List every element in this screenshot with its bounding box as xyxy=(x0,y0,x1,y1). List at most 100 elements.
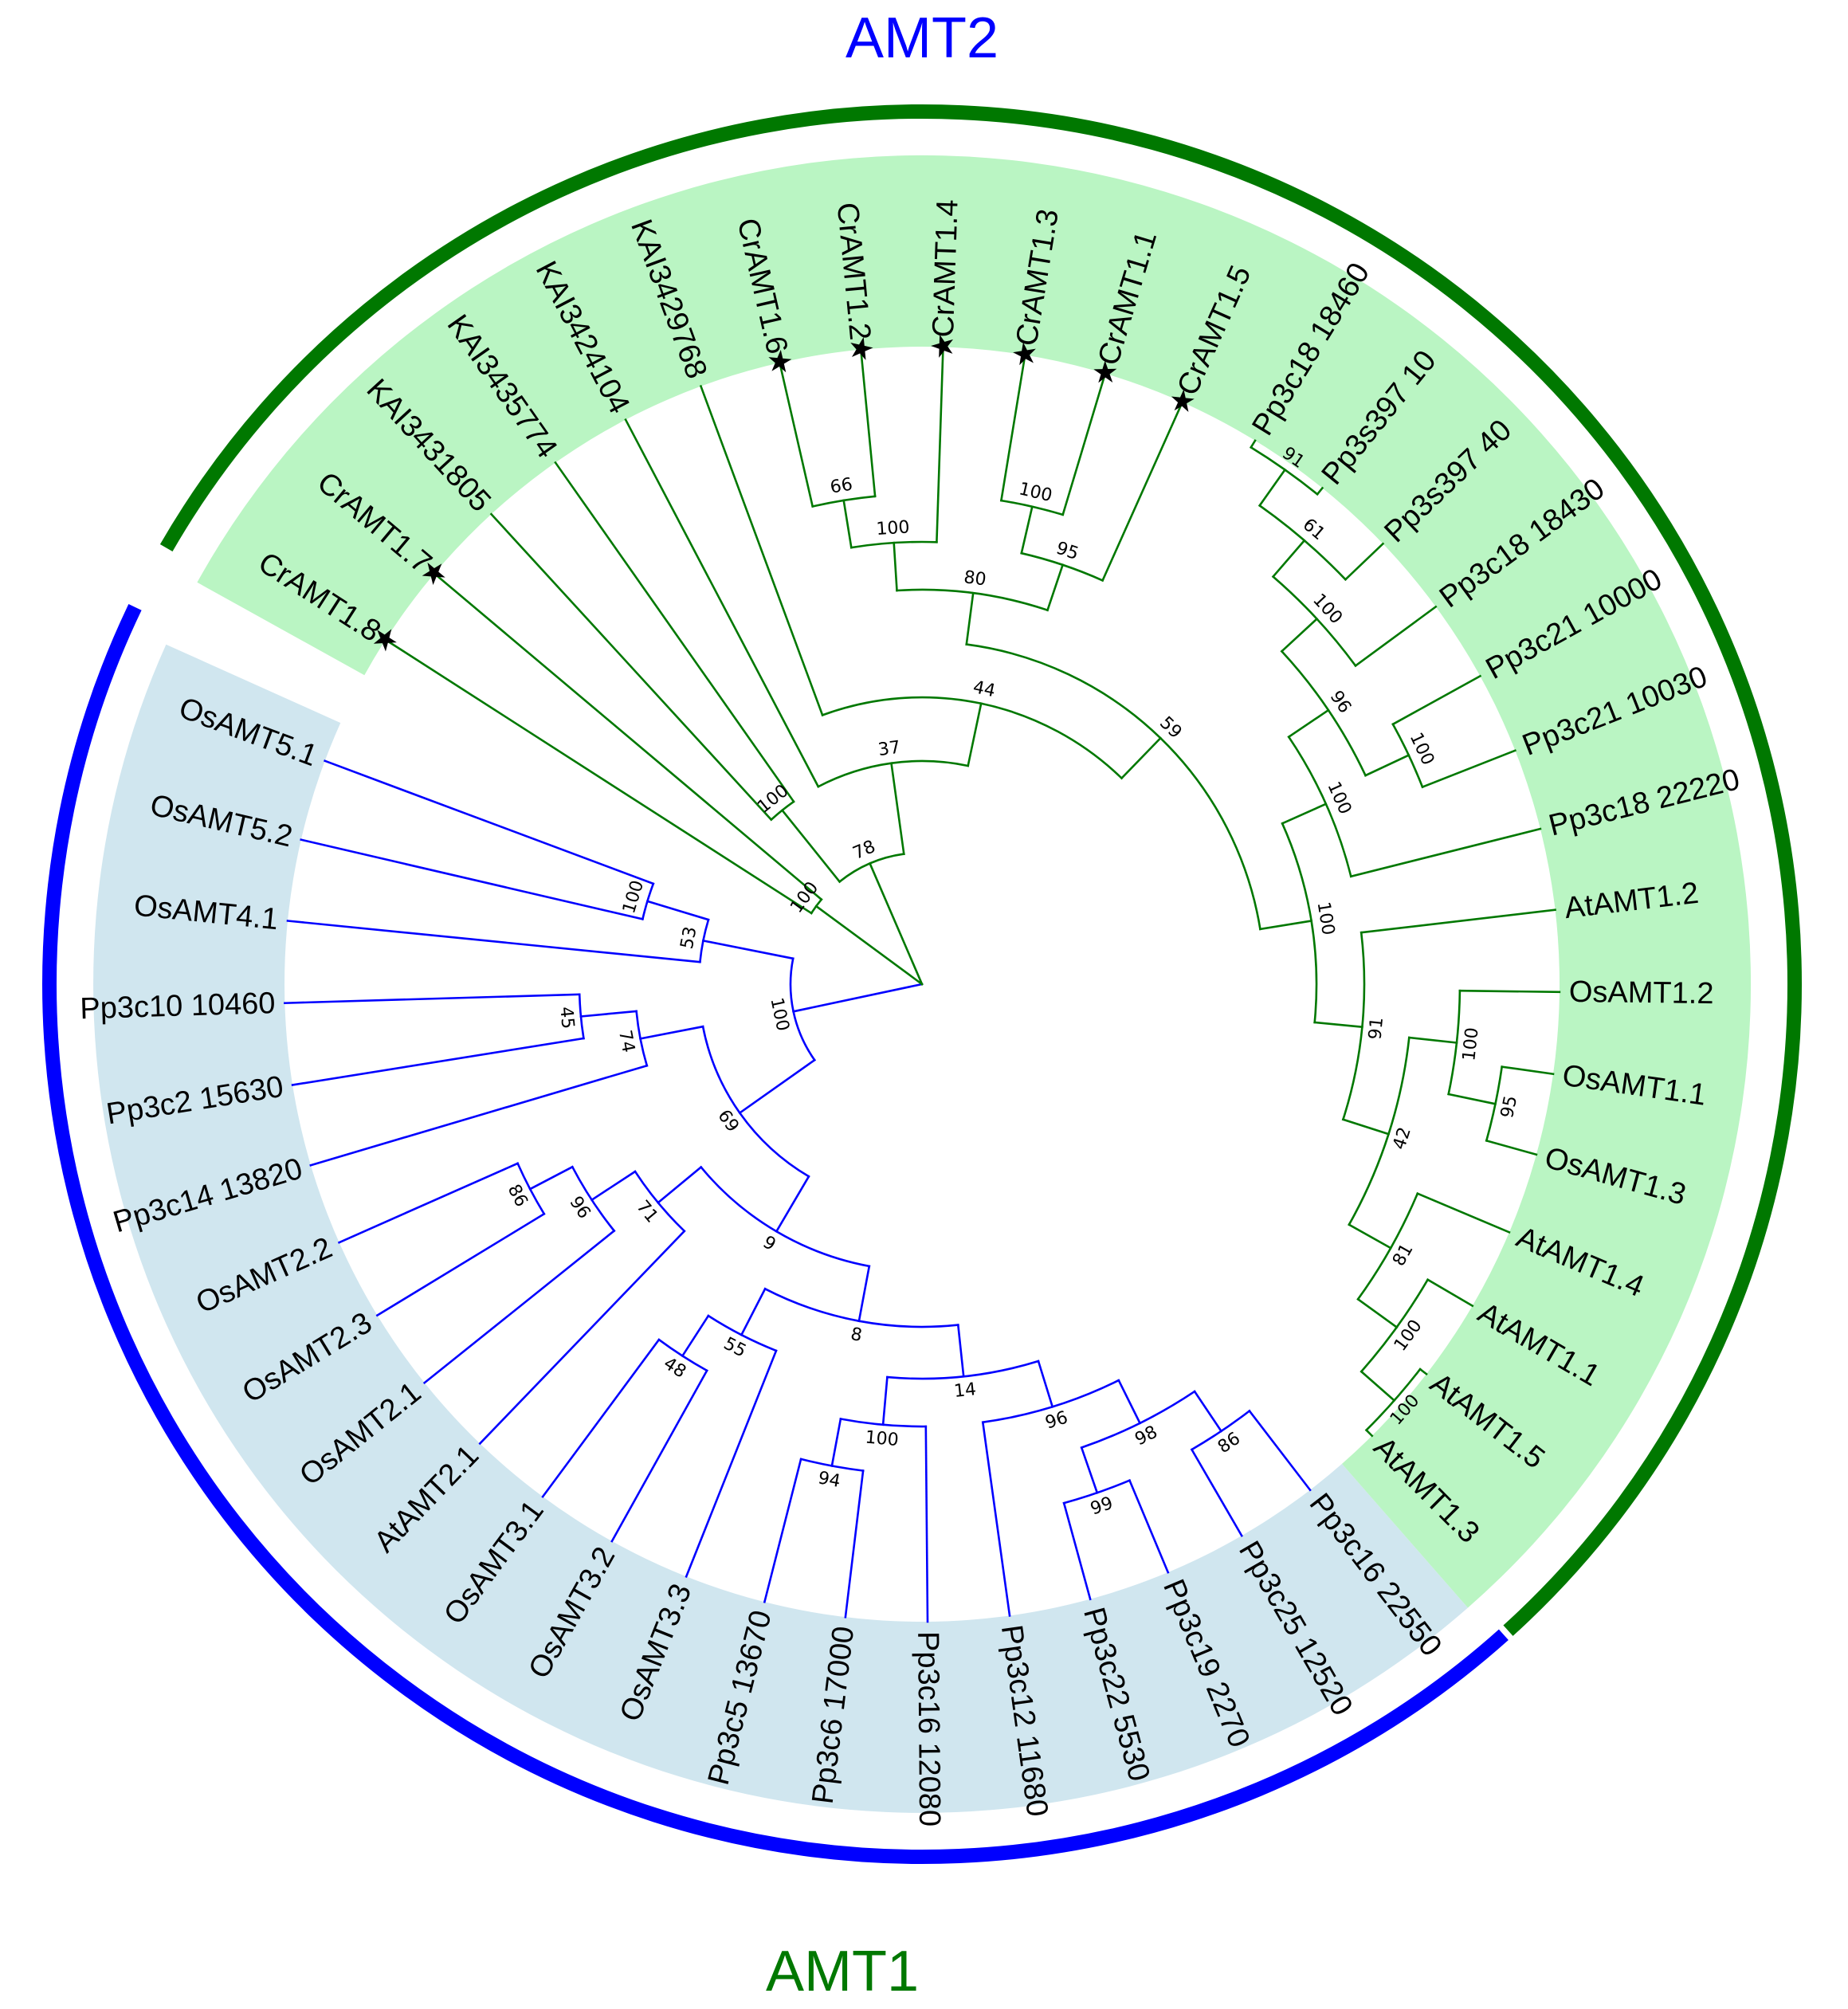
branch-segment xyxy=(478,1229,686,1446)
bootstrap-value: 91 xyxy=(1365,1016,1387,1040)
branch-arc xyxy=(896,588,1050,612)
branch-segment xyxy=(1391,674,1482,726)
branch-segment xyxy=(685,1349,778,1578)
branch-segment xyxy=(857,1265,871,1323)
branch-segment xyxy=(699,385,824,717)
branch-segment xyxy=(1426,1278,1474,1308)
branch-segment xyxy=(1313,1021,1363,1029)
branch-segment xyxy=(1341,1118,1391,1136)
branch-segment xyxy=(881,1375,889,1426)
branch-segment xyxy=(541,1338,661,1498)
branch-segment xyxy=(1458,989,1561,994)
branch-arc xyxy=(1281,822,1318,1024)
bootstrap-value: 14 xyxy=(953,1379,977,1402)
branch-segment xyxy=(775,1175,810,1233)
branch-segment xyxy=(554,461,795,803)
branch-segment xyxy=(286,920,701,963)
branch-arc xyxy=(634,1170,686,1233)
branch-segment xyxy=(890,762,905,856)
branch-segment xyxy=(1281,802,1328,826)
branch-arc xyxy=(1341,931,1366,1121)
bootstrap-value: 100 xyxy=(754,781,792,818)
branch-segment xyxy=(1407,1036,1458,1044)
branch-segment xyxy=(967,702,983,767)
star-icon: ★ xyxy=(843,334,879,364)
branch-arc xyxy=(999,499,1065,516)
branch-segment xyxy=(740,1287,767,1336)
branch-segment xyxy=(1348,1222,1392,1250)
branch-segment xyxy=(624,418,820,788)
branch-arc xyxy=(1190,1409,1251,1451)
bootstrap-value: 100 xyxy=(619,878,648,916)
branch-segment xyxy=(375,1212,546,1317)
branch-arc xyxy=(981,1379,1120,1424)
branch-arc xyxy=(821,696,1124,780)
bootstrap-value: 100 xyxy=(1406,730,1438,769)
branch-arc xyxy=(839,1417,928,1428)
branch-segment xyxy=(324,759,655,885)
branch-arc xyxy=(763,1287,959,1328)
branch-arc xyxy=(849,540,938,549)
branch-segment xyxy=(1356,1297,1399,1329)
branch-segment xyxy=(701,939,795,960)
leaf-label: Pp3c10 10460 xyxy=(80,987,276,1026)
bootstrap-value: 66 xyxy=(829,475,854,498)
branch-segment xyxy=(1287,708,1330,739)
branch-segment xyxy=(1062,1501,1092,1601)
branch-segment xyxy=(610,1369,708,1543)
branch-arc xyxy=(707,1314,778,1352)
branch-segment xyxy=(291,1037,585,1086)
branch-segment xyxy=(422,1229,616,1385)
bootstrap-value: 100 xyxy=(865,1427,900,1450)
amt1-clade-background xyxy=(197,155,1752,1608)
branch-segment xyxy=(1193,1390,1223,1433)
branch-segment xyxy=(1316,486,1324,496)
bootstrap-value: 53 xyxy=(677,925,701,951)
branch-segment xyxy=(780,808,842,884)
branch-segment xyxy=(893,541,898,592)
amt2-group-arc xyxy=(42,604,1509,1865)
branch-segment xyxy=(1485,1139,1538,1156)
leaf-label: Pp3c16 12080 xyxy=(911,1631,946,1827)
amt2-group-label: AMT2 xyxy=(846,6,999,70)
branch-segment xyxy=(1416,1191,1511,1234)
bootstrap-value: 100 xyxy=(1323,779,1355,818)
branch-arc xyxy=(1360,1278,1430,1373)
branch-segment xyxy=(844,1469,865,1619)
leaf-label: CrAMT1.4 xyxy=(927,199,965,338)
branch-segment xyxy=(1046,563,1065,612)
branch-arc xyxy=(1391,723,1424,789)
bootstrap-value: 100 xyxy=(876,517,911,540)
branch-segment xyxy=(842,499,853,549)
branch-arc xyxy=(1258,504,1348,582)
branch-segment xyxy=(1258,468,1287,508)
branch-segment xyxy=(1344,542,1385,582)
branch-arc xyxy=(1250,445,1319,496)
bootstrap-value: 37 xyxy=(877,737,901,760)
bootstrap-value: 80 xyxy=(963,567,987,590)
branch-segment xyxy=(965,591,975,646)
branch-arc xyxy=(699,1165,871,1268)
branch-arc xyxy=(1080,1390,1196,1450)
bootstrap-value: 99 xyxy=(1088,1493,1116,1520)
bootstrap-value: 78 xyxy=(850,837,879,864)
bootstrap-value: 100 xyxy=(1017,479,1054,506)
branch-arc xyxy=(1485,1065,1504,1143)
branch-segment xyxy=(384,638,813,915)
branch-segment xyxy=(489,512,773,822)
branch-segment xyxy=(433,571,823,901)
branch-segment xyxy=(1190,1448,1243,1537)
bootstrap-value: 100 xyxy=(1313,901,1338,936)
branch-segment xyxy=(1020,505,1034,555)
branch-segment xyxy=(763,1458,802,1603)
branch-arc xyxy=(1356,1191,1419,1301)
branch-segment xyxy=(868,861,924,986)
branch-segment xyxy=(1421,749,1516,789)
branch-segment xyxy=(300,838,644,920)
amt2-clade-background xyxy=(93,644,1469,1813)
branch-segment xyxy=(1101,400,1184,583)
bootstrap-value: 100 xyxy=(766,996,792,1033)
branch-layer xyxy=(284,346,1561,1623)
bootstrap-value: 94 xyxy=(817,1468,842,1492)
